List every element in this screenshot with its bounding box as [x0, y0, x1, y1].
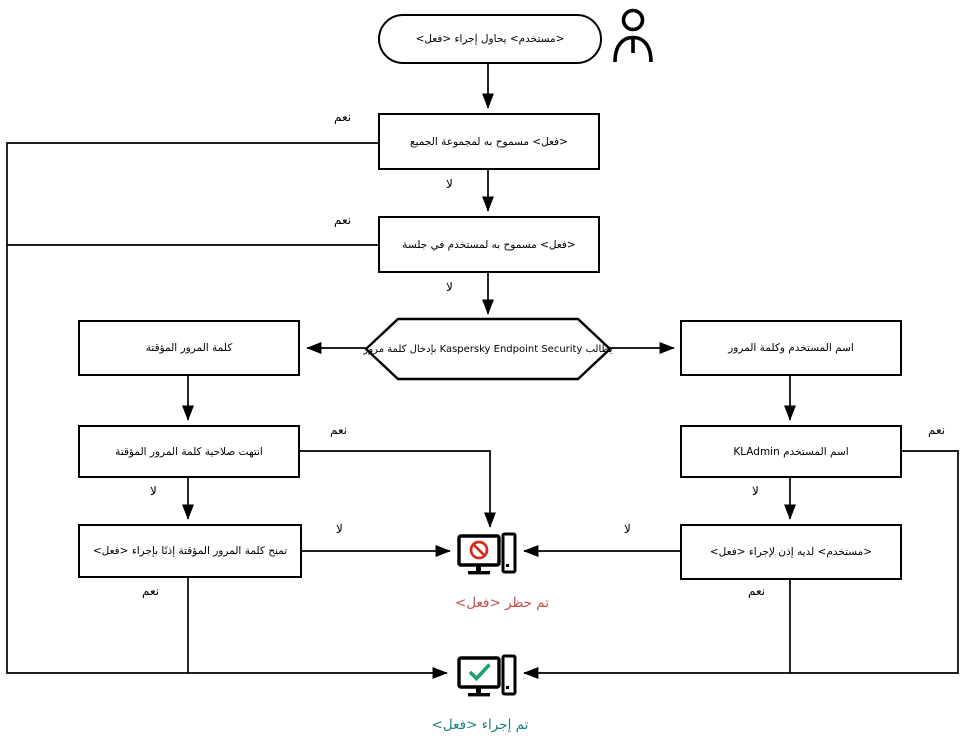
hexagon-shape [364, 317, 612, 381]
edge-label-yes: نعم [330, 423, 348, 437]
edge-label-no: لا [752, 484, 759, 498]
edge-label-yes: نعم [142, 584, 160, 598]
edge-label-yes: نعم [748, 584, 766, 598]
performed-outcome-label: تم إجراء <فعل> [431, 717, 529, 733]
node-temp-password-grants: تمنح كلمة المرور المؤقتة إذنًا بإجراء <ف… [78, 524, 302, 578]
node-label: اسم المستخدم KLAdmin [733, 445, 849, 458]
prohibition-slash [472, 543, 486, 557]
node-username-password: اسم المستخدم وكلمة المرور [680, 320, 902, 376]
edge-label-no: لا [446, 280, 453, 294]
node-action-allowed-everyone: <فعل> مسموح به لمجموعة الجميع [378, 113, 600, 170]
edge-label-yes: نعم [928, 423, 946, 437]
node-label: يطالب Kaspersky Endpoint Security بإدخال… [363, 343, 613, 355]
node-label: <فعل> مسموح به لمجموعة الجميع [410, 135, 568, 148]
node-temporary-password: كلمة المرور المؤقتة [78, 320, 300, 376]
node-label: تمنح كلمة المرور المؤقتة إذنًا بإجراء <ف… [92, 545, 288, 557]
node-label: كلمة المرور المؤقتة [145, 342, 233, 354]
edge-label-no: لا [624, 522, 631, 536]
blocked-outcome-label: تم حظر <فعل> [454, 595, 549, 611]
node-password-prompt: يطالب Kaspersky Endpoint Security بإدخال… [364, 320, 613, 378]
user-icon [613, 8, 653, 63]
node-username-kladmin: اسم المستخدم KLAdmin [680, 425, 902, 478]
node-start: <مستخدم> يحاول إجراء <فعل> [378, 14, 602, 64]
node-user-has-permission: <مستخدم> لديه إذن لإجراء <فعل> [680, 524, 902, 580]
node-action-allowed-session: <فعل> مسموح به لمستخدم في جلسة [378, 216, 600, 273]
edge-label-yes: نعم [334, 110, 352, 124]
node-label: اسم المستخدم وكلمة المرور [728, 342, 854, 354]
node-start-label: <مستخدم> يحاول إجراء <فعل> [415, 33, 565, 45]
node-label: <فعل> مسموح به لمستخدم في جلسة [402, 238, 576, 251]
prohibition-circle [469, 540, 489, 560]
edge-label-no: لا [336, 522, 343, 536]
edge-label-yes: نعم [334, 213, 352, 227]
node-label: <مستخدم> لديه إذن لإجراء <فعل> [709, 546, 873, 558]
edge-label-no: لا [150, 484, 157, 498]
node-temp-password-expired: انتهت صلاحية كلمة المرور المؤقتة [78, 425, 300, 478]
check-mark [468, 663, 491, 682]
action-performed-icon [457, 654, 517, 697]
action-blocked-icon [457, 532, 517, 575]
node-password-prompt-shape [364, 317, 612, 381]
node-label: انتهت صلاحية كلمة المرور المؤقتة [115, 445, 263, 458]
edge-label-no: لا [446, 177, 453, 191]
